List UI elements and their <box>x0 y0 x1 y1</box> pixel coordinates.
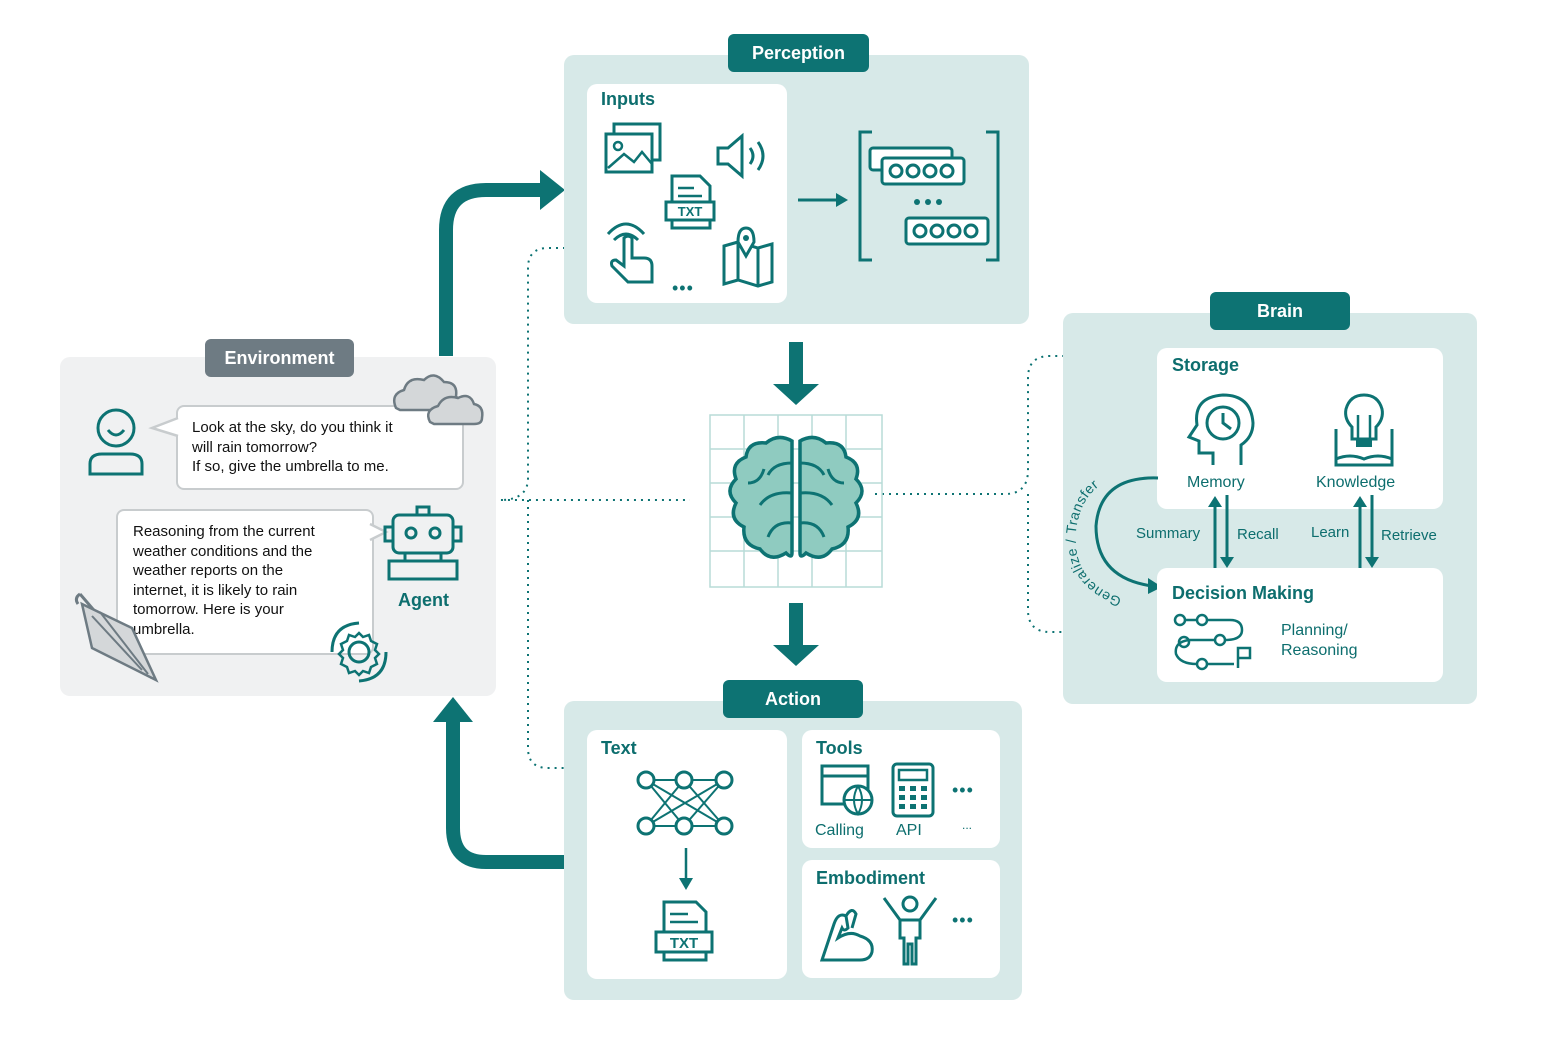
retrieve-label: Retrieve <box>1381 527 1437 544</box>
user-message-line-2: will rain tomorrow? <box>192 438 318 456</box>
embedding-arrow <box>798 193 848 207</box>
embodiment-ellipsis: ••• <box>952 910 974 930</box>
flexed-arm-icon <box>819 909 874 962</box>
knowledge-arrows <box>1353 495 1379 569</box>
action-title: Action <box>723 680 863 718</box>
knowledge-book-bulb-icon <box>1334 393 1394 467</box>
storage-header: Storage <box>1172 355 1240 375</box>
user-message-line-3: If so, give the umbrella to me. <box>192 458 389 475</box>
planning-path-icon <box>1173 613 1252 671</box>
decision-making-header: Decision Making <box>1172 583 1315 603</box>
planning-label: Planning/ Reasoning <box>1281 621 1358 661</box>
down-arrow-small <box>679 848 693 890</box>
output-txt-file-icon <box>654 900 714 962</box>
tools-more-label: ... <box>962 818 973 832</box>
txt-file-icon <box>664 174 716 230</box>
text-header: Text <box>601 738 637 758</box>
cloud-icon <box>393 374 484 426</box>
user-icon <box>88 408 144 476</box>
bubble-tail <box>148 416 179 438</box>
calling-label: Calling <box>815 822 864 839</box>
planning-label-line-1: Planning/ <box>1281 622 1348 639</box>
agent-speech-bubble: Reasoning from the current weather condi… <box>116 509 374 655</box>
api-label: API <box>896 822 922 839</box>
generalize-transfer-label: Generalize / Transfer <box>1063 476 1123 611</box>
storage-card <box>1157 348 1443 509</box>
inputs-ellipsis: ••• <box>672 278 694 298</box>
agent-message-line-5: tomorrow. Here is your <box>133 601 284 618</box>
agent-message-line-2: weather conditions and the <box>133 542 313 560</box>
speaker-icon <box>716 132 765 180</box>
planning-label-line-2: Reasoning <box>1281 642 1358 659</box>
agent-message-line-1: Reasoning from the current <box>133 523 315 540</box>
touch-icon <box>606 222 654 284</box>
generalize-transfer-arrow: Generalize / Transfer <box>1063 476 1162 611</box>
svg-text:Generalize / Transfer: Generalize / Transfer <box>1063 476 1123 611</box>
token-vectors-icon <box>858 130 1000 262</box>
tools-ellipsis: ••• <box>952 780 974 800</box>
gear-icon <box>330 621 388 683</box>
neural-network-icon <box>636 770 734 836</box>
agent-message-line-6: umbrella. <box>133 620 195 638</box>
agent-message-line-3: weather reports on the <box>133 562 284 579</box>
summary-label: Summary <box>1136 525 1201 542</box>
umbrella-icon <box>74 592 159 683</box>
txt-label: TXT <box>677 204 703 219</box>
recall-label: Recall <box>1237 526 1279 543</box>
learn-label: Learn <box>1311 524 1350 541</box>
tools-header: Tools <box>816 738 863 758</box>
person-arms-up-icon <box>882 895 938 966</box>
agent-message-line-4: internet, it is likely to rain <box>133 581 298 599</box>
knowledge-label: Knowledge <box>1316 474 1396 491</box>
map-icon <box>722 226 774 288</box>
memory-label: Memory <box>1187 474 1245 491</box>
inputs-header: Inputs <box>601 89 655 109</box>
output-txt-label: TXT <box>669 935 699 952</box>
robot-icon <box>383 505 463 581</box>
brain-title: Brain <box>1210 292 1350 330</box>
calculator-api-icon <box>891 762 935 818</box>
user-speech-bubble: Look at the sky, do you think it will ra… <box>176 405 464 490</box>
environment-title: Environment <box>205 339 354 377</box>
memory-head-clock-icon <box>1186 393 1255 465</box>
user-message-line-1: Look at the sky, do you think it <box>192 419 393 436</box>
brain-icon <box>709 414 883 588</box>
agent-label: Agent <box>398 590 449 610</box>
memory-arrows <box>1208 495 1234 569</box>
inputs-card <box>587 84 787 303</box>
web-calling-icon <box>820 764 874 817</box>
perception-title: Perception <box>728 34 869 72</box>
embodiment-header: Embodiment <box>816 868 926 888</box>
image-icon <box>604 122 662 174</box>
